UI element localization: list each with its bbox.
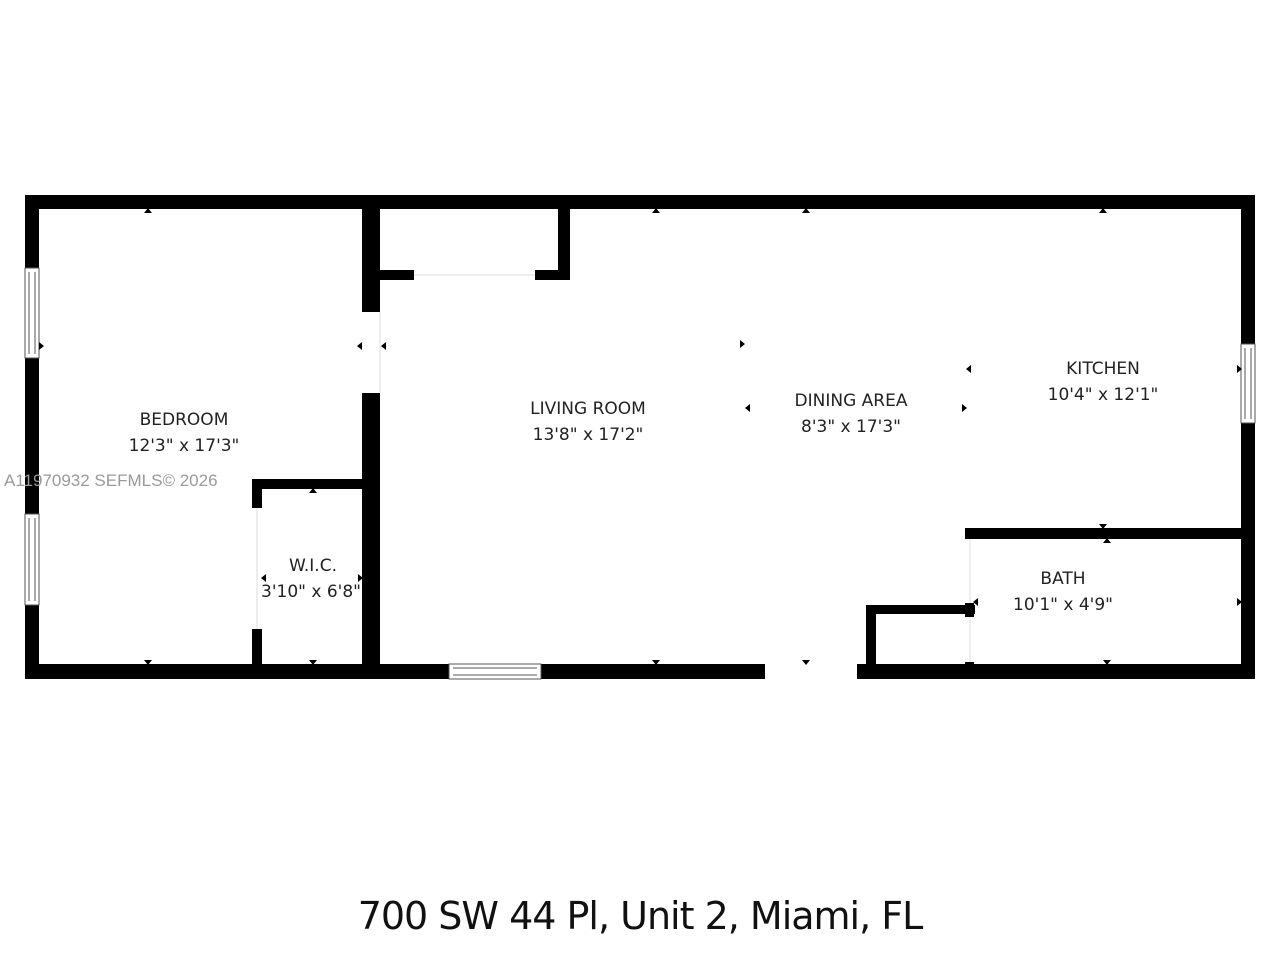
mls-watermark: A11970932 SEFMLS© 2026 [4, 471, 218, 490]
openings [765, 664, 857, 679]
living-room-name: LIVING ROOM [530, 399, 646, 419]
bath-dims: 10'1" x 4'9" [1013, 595, 1113, 615]
property-address: 700 SW 44 Pl, Unit 2, Miami, FL [357, 894, 924, 938]
interior-walls [252, 195, 1255, 679]
window-bedroom-upper [24, 267, 40, 359]
bath-name: BATH [1040, 569, 1085, 589]
room-label-bedroom: BEDROOM 12'3" x 17'3" [129, 410, 240, 456]
dimension-markers [39, 208, 1242, 665]
room-label-living-room: LIVING ROOM 13'8" x 17'2" [530, 399, 646, 445]
room-label-kitchen: KITCHEN 10'4" x 12'1" [1048, 359, 1159, 405]
bedroom-dims: 12'3" x 17'3" [129, 436, 240, 456]
wic-name: W.I.C. [289, 556, 337, 576]
window-bedroom-lower [24, 513, 40, 606]
window-living-bottom [448, 663, 542, 680]
dining-area-dims: 8'3" x 17'3" [801, 417, 901, 437]
dining-area-name: DINING AREA [795, 391, 908, 411]
room-label-dining-area: DINING AREA 8'3" x 17'3" [795, 391, 908, 437]
kitchen-dims: 10'4" x 12'1" [1048, 385, 1159, 405]
windows [24, 267, 1256, 680]
room-label-bath: BATH 10'1" x 4'9" [1013, 569, 1113, 615]
wic-dims: 3'10" x 6'8" [261, 582, 361, 602]
window-kitchen [1240, 343, 1256, 424]
room-label-wic: W.I.C. 3'10" x 6'8" [261, 556, 361, 602]
living-room-dims: 13'8" x 17'2" [533, 425, 644, 445]
kitchen-name: KITCHEN [1066, 359, 1140, 379]
bedroom-name: BEDROOM [140, 410, 229, 430]
